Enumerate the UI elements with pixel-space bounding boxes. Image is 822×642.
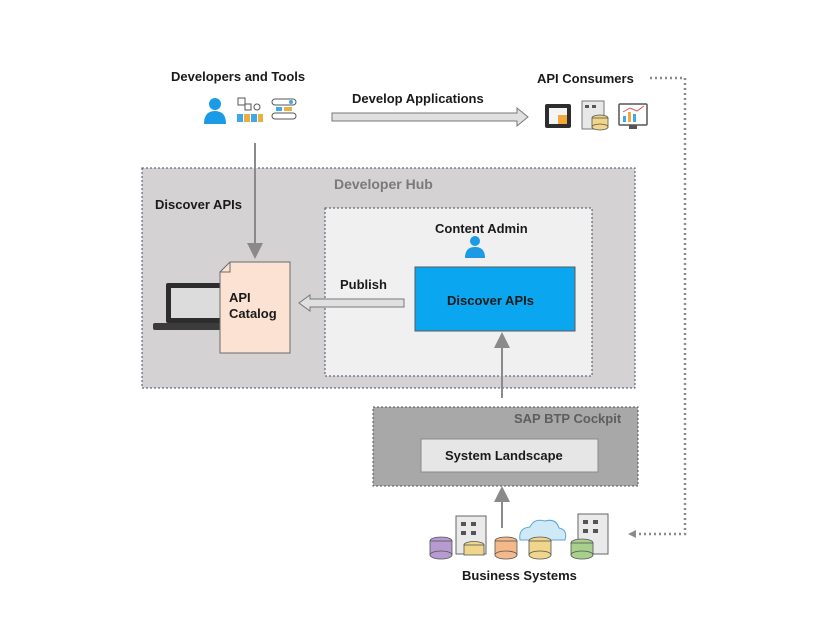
btp-cockpit-title: SAP BTP Cockpit	[514, 411, 622, 426]
tools-icon	[237, 97, 263, 122]
database-building-icon	[581, 100, 609, 131]
api-consumers-label: API Consumers	[537, 71, 634, 86]
business-systems-icons	[429, 513, 609, 560]
developers-and-tools-label: Developers and Tools	[171, 69, 306, 84]
mobile-device-icon	[545, 104, 571, 128]
developer-hub-title: Developer Hub	[334, 176, 433, 192]
develop-applications-label: Develop Applications	[352, 91, 484, 106]
publish-arrow	[298, 294, 405, 312]
develop-applications-arrow	[331, 106, 529, 128]
content-admin-label: Content Admin	[435, 221, 528, 236]
analytics-monitor-icon	[618, 103, 648, 129]
system-landscape-label: System Landscape	[445, 448, 563, 463]
content-admin-person-icon	[465, 236, 485, 258]
consumers-to-business-dotted-connector	[633, 76, 687, 536]
dotted-connector-arrowhead	[628, 530, 636, 538]
api-catalog-label-line1: API	[229, 290, 251, 305]
api-catalog-label-line2: Catalog	[229, 306, 277, 321]
laptop-icon	[153, 283, 241, 330]
business-systems-label: Business Systems	[462, 568, 577, 583]
developer-person-icon	[204, 98, 226, 124]
discover-apis-box	[414, 266, 576, 332]
discover-apis-box-label: Discover APIs	[447, 293, 534, 308]
publish-label: Publish	[340, 277, 387, 292]
api-catalog-document	[219, 261, 291, 354]
discover-apis-flow-label: Discover APIs	[155, 197, 242, 212]
system-landscape-box	[420, 438, 599, 473]
workflow-icon	[271, 98, 297, 120]
